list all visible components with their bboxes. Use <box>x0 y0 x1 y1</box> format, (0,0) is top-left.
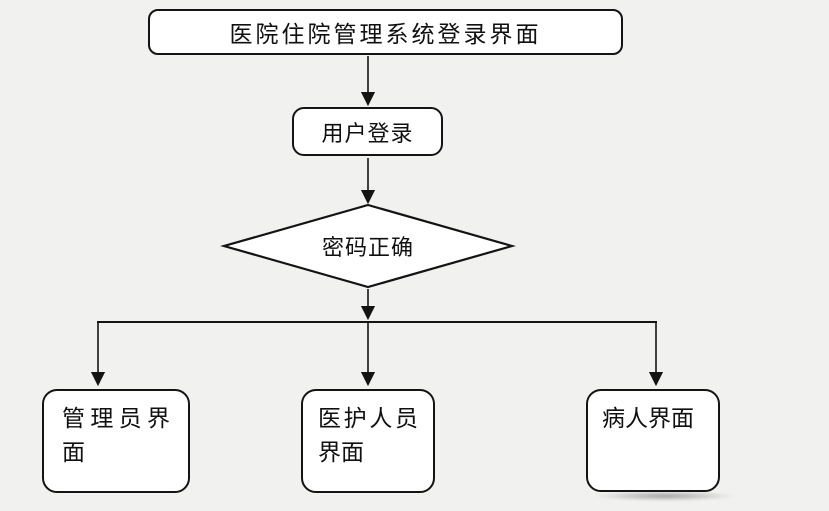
node-password-correct: 密码正确 <box>224 205 512 287</box>
node-admin-ui: 管理员界面 <box>42 389 190 493</box>
node-system-login-screen: 医院住院管理系统登录界面 <box>148 9 623 55</box>
decision-diamond-shape <box>219 203 517 289</box>
node-password-correct-label: 密码正确 <box>321 235 414 260</box>
node-user-login: 用户登录 <box>292 107 443 156</box>
node-patient-ui: 病人界面 <box>586 389 720 492</box>
node-medical-staff-ui: 医护人员界面 <box>301 389 435 493</box>
node-user-login-label: 用户登录 <box>321 120 414 146</box>
node-system-login-screen-label: 医院住院管理系统登录界面 <box>229 22 542 47</box>
